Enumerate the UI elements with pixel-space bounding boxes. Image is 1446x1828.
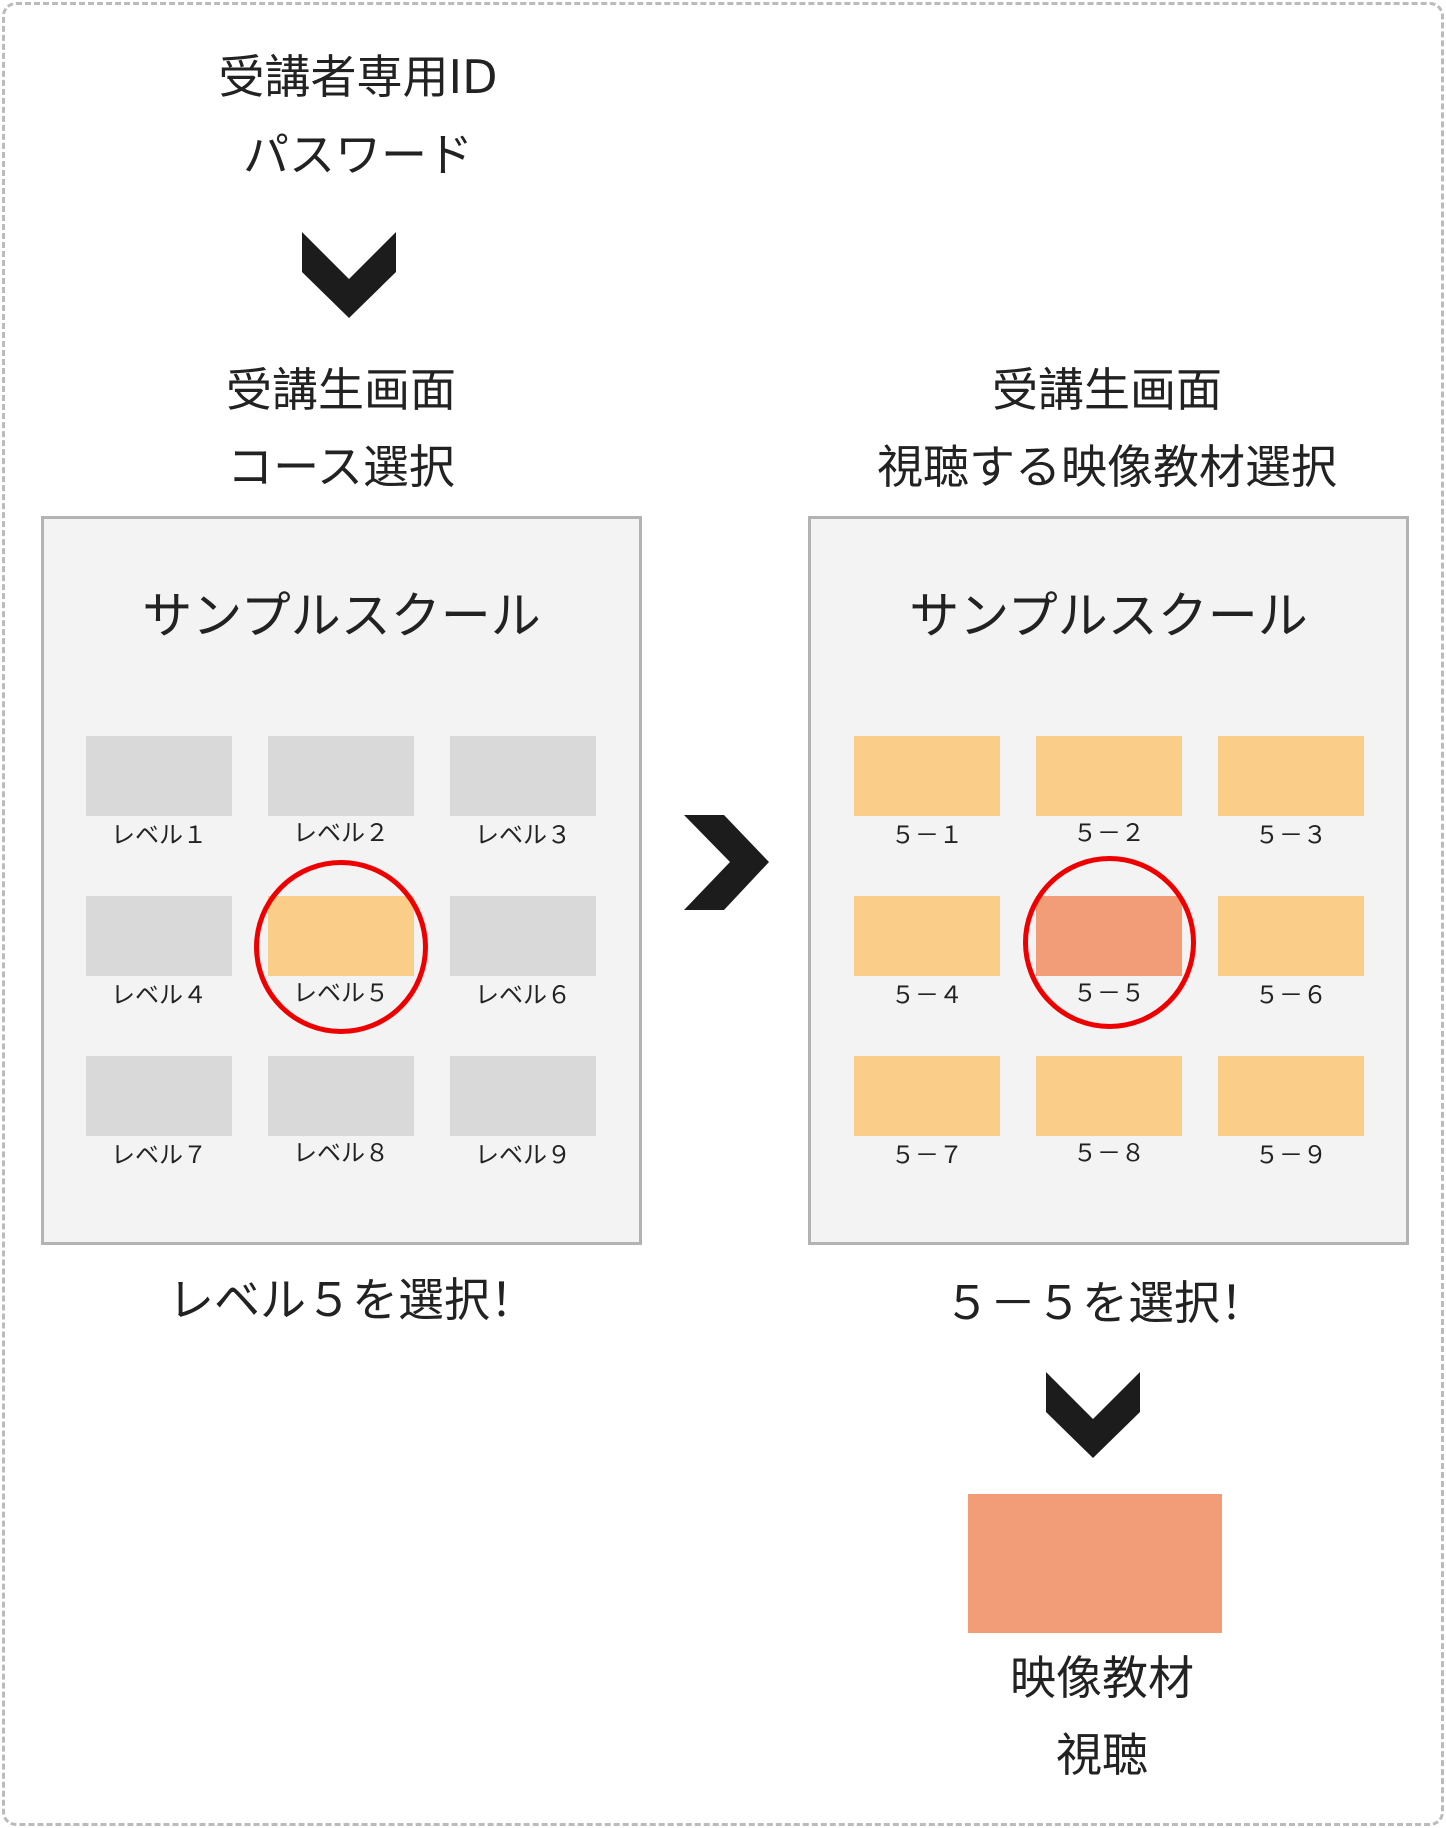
video-tile-label: ５－６ [1255, 981, 1327, 1009]
school-name: サンプルスクール [142, 587, 541, 645]
watch-label-line2: 視聴 [1056, 1728, 1148, 1782]
course-tile-label: レベル２ [293, 819, 389, 847]
course-tile-level-4[interactable] [86, 896, 232, 976]
chevron-right-icon [684, 815, 769, 910]
course-tile-level-1[interactable] [86, 736, 232, 816]
video-tile-5-1[interactable] [854, 736, 1000, 816]
highlight-circle [254, 860, 428, 1034]
course-heading-line2: コース選択 [227, 440, 455, 494]
video-tile-5-3[interactable] [1218, 736, 1364, 816]
video-tile-label: ５－７ [891, 1141, 963, 1169]
chevron-down-icon [1046, 1372, 1140, 1458]
course-heading-line1: 受講生画面 [226, 363, 456, 417]
video-tile-label: ５－９ [1255, 1141, 1327, 1169]
video-tile-5-8[interactable] [1036, 1056, 1182, 1136]
course-tile-label: レベル４ [111, 981, 207, 1009]
video-tile-label: ５－２ [1073, 819, 1145, 847]
course-tile-label: レベル７ [111, 1141, 207, 1169]
course-tile-level-7[interactable] [86, 1056, 232, 1136]
login-title-line2: パスワード [243, 128, 473, 182]
video-tile-5-4[interactable] [854, 896, 1000, 976]
video-tile-5-2[interactable] [1036, 736, 1182, 816]
video-tile-label: ５－４ [891, 981, 963, 1009]
course-tile-label: レベル８ [293, 1139, 389, 1167]
course-tile-level-9[interactable] [450, 1056, 596, 1136]
video-tile-5-9[interactable] [1218, 1056, 1364, 1136]
course-tile-level-2[interactable] [268, 736, 414, 816]
video-heading-line2: 視聴する映像教材選択 [877, 440, 1337, 494]
video-tile-label: ５－８ [1073, 1139, 1145, 1167]
course-caption: レベル５を選択！ [168, 1273, 536, 1327]
course-tile-label: レベル１ [111, 821, 207, 849]
login-title-line1: 受講者専用ID [218, 50, 498, 104]
chevron-down-icon [302, 232, 396, 318]
video-caption: ５－５を選択！ [944, 1276, 1266, 1330]
video-tile-label: ５－３ [1255, 821, 1327, 849]
video-heading-line1: 受講生画面 [992, 363, 1222, 417]
course-tile-label: レベル６ [475, 981, 571, 1009]
highlight-circle [1023, 856, 1196, 1029]
school-name: サンプルスクール [909, 587, 1308, 645]
video-tile-5-7[interactable] [854, 1056, 1000, 1136]
course-tile-label: レベル９ [475, 1141, 571, 1169]
course-tile-level-6[interactable] [450, 896, 596, 976]
video-tile-5-6[interactable] [1218, 896, 1364, 976]
course-tile-level-8[interactable] [268, 1056, 414, 1136]
video-player-box[interactable] [968, 1494, 1222, 1633]
course-tile-label: レベル３ [475, 821, 571, 849]
video-tile-label: ５－１ [891, 821, 963, 849]
watch-label-line1: 映像教材 [1010, 1651, 1194, 1705]
course-tile-level-3[interactable] [450, 736, 596, 816]
